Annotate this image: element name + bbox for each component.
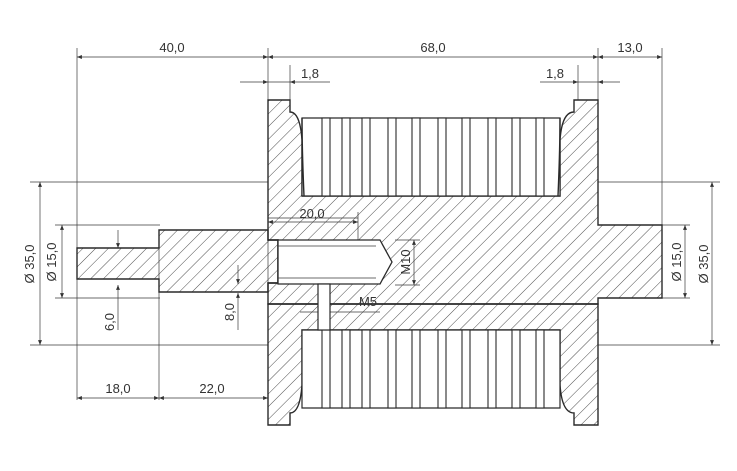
left-pin [76,229,279,293]
grooves-top [321,117,545,197]
dim-top-left: 40,0 [159,40,184,55]
roller-surface-top [301,117,561,197]
dim-thread-m10: M10 [398,249,413,274]
dim-top-right: 13,0 [617,40,642,55]
set-screw-hole [317,283,331,331]
dim-dia-right-inner: Ø 15,0 [669,242,684,281]
dim-small-8: 8,0 [222,303,237,321]
dim-flange-left: 1,8 [301,66,319,81]
roller-surface-bottom [301,329,561,409]
grooves-bottom [321,329,545,409]
dim-bore-depth: 20,0 [299,206,324,221]
dim-dia-left-outer: Ø 35,0 [22,244,37,283]
dim-flange-right: 1,8 [546,66,564,81]
dim-top-mid: 68,0 [420,40,445,55]
threaded-bore [277,239,393,285]
dim-bottom-mid: 22,0 [199,381,224,396]
dim-small-6: 6,0 [102,313,117,331]
dim-dia-right-outer: Ø 35,0 [696,244,711,283]
dim-dia-left-inner: Ø 15,0 [44,242,59,281]
dimension-texts: 40,0 68,0 13,0 1,8 1,8 20,0 M10 M5 Ø 35,… [22,40,711,396]
dim-bottom-left: 18,0 [105,381,130,396]
dim-thread-m5: M5 [359,294,377,309]
